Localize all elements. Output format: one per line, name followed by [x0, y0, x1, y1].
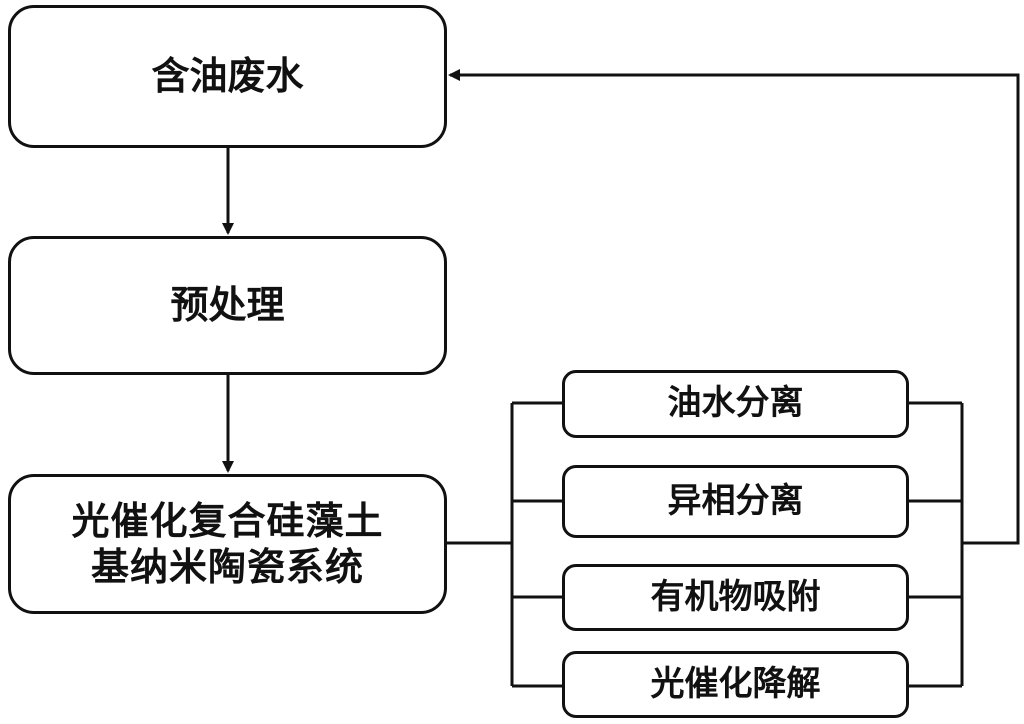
organic-adsorption-label: 有机物吸附: [650, 576, 821, 617]
photocatalytic-degradation-box: 光催化降解: [562, 651, 909, 718]
pretreatment-label: 预处理: [170, 283, 285, 328]
ceramic-system-box: 光催化复合硅藻土 基纳米陶瓷系统: [8, 474, 447, 614]
oil-water-separation-box: 油水分离: [562, 370, 909, 438]
oily-wastewater-label: 含油废水: [151, 54, 304, 99]
ceramic-system-label-line2: 基纳米陶瓷系统: [90, 545, 364, 589]
oily-wastewater-box: 含油废水: [8, 5, 447, 148]
feedback-loop-arrow: [448, 69, 1020, 545]
ceramic-system-label-line1: 光催化复合硅藻土: [71, 498, 384, 543]
photocatalytic-degradation-label: 光催化降解: [650, 663, 821, 704]
heterophase-separation-box: 异相分离: [562, 465, 909, 538]
oil-water-separation-label: 油水分离: [667, 383, 804, 424]
organic-adsorption-box: 有机物吸附: [562, 564, 909, 631]
pretreatment-box: 预处理: [8, 236, 447, 375]
ceramic-system-label: 光催化复合硅藻土 基纳米陶瓷系统: [71, 498, 383, 591]
heterophase-separation-label: 异相分离: [667, 480, 804, 521]
